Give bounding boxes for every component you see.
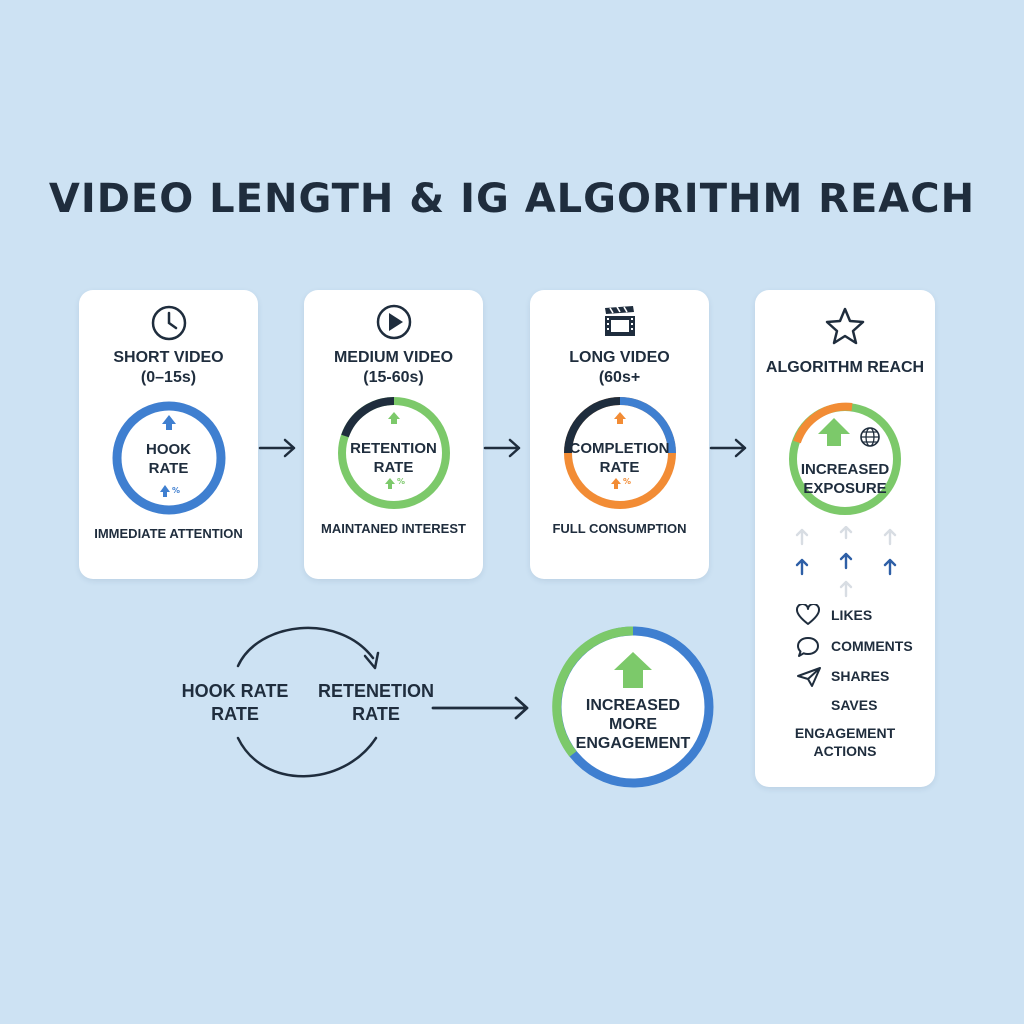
ring-label: RETENTION RATE bbox=[350, 440, 437, 476]
star-icon bbox=[825, 307, 865, 345]
play-icon bbox=[376, 304, 411, 340]
comment-icon bbox=[797, 637, 819, 657]
completion-rate-ring: % bbox=[563, 397, 676, 509]
hook-rate-ring: % bbox=[112, 401, 225, 515]
card-title: MEDIUM VIDEO (15-60s) bbox=[333, 349, 454, 386]
card-caption: IMMEDIATE ATTENTION bbox=[94, 526, 243, 541]
card-title: SHORT VIDEO (0–15s) bbox=[113, 349, 224, 386]
send-icon bbox=[797, 667, 821, 687]
card-title: LONG VIDEO (60s+ bbox=[569, 349, 670, 386]
retention-rate-label: RETENETION RATE bbox=[318, 681, 435, 724]
retention-rate-ring: % bbox=[337, 397, 450, 509]
engagement-actions-label: ENGAGEMENT ACTIONS bbox=[794, 725, 896, 759]
exposure-ring bbox=[789, 402, 901, 515]
film-icon bbox=[604, 306, 635, 336]
algorithm-reach-card: ALGORITHM REACH INCREASED EXPOSURE LIKES bbox=[755, 290, 935, 787]
clock-icon bbox=[151, 305, 186, 341]
short-video-card: SHORT VIDEO (0–15s) % HOOK RATE IMMEDIAT… bbox=[79, 290, 258, 579]
medium-video-card: MEDIUM VIDEO (15-60s) % RETENTION RATE M… bbox=[304, 290, 483, 579]
card-caption: MAINTANED INTEREST bbox=[321, 521, 466, 536]
svg-text:%: % bbox=[172, 486, 180, 495]
card-caption: FULL CONSUMPTION bbox=[552, 521, 687, 536]
heart-icon bbox=[796, 604, 820, 625]
ring-label: INCREASED EXPOSURE bbox=[800, 461, 890, 497]
flow-arrow bbox=[258, 438, 296, 458]
svg-text:%: % bbox=[623, 477, 631, 486]
page-title: VIDEO LENGTH & IG ALGORITHM REACH bbox=[48, 176, 976, 222]
flow-arrow bbox=[483, 438, 521, 458]
engagement-ring bbox=[552, 626, 714, 788]
result-arrow bbox=[431, 696, 529, 720]
svg-text:%: % bbox=[397, 477, 405, 486]
ring-label: COMPLETION RATE bbox=[569, 440, 670, 476]
long-video-card: LONG VIDEO (60s+ % COMPLETION RATE FULL … bbox=[530, 290, 709, 579]
hook-rate-label: HOOK RATE RATE bbox=[181, 681, 289, 724]
reach-arrows-graphic bbox=[795, 526, 897, 598]
feedback-loop-arrows bbox=[236, 626, 380, 778]
card-title: ALGORITHM REACH bbox=[765, 359, 925, 376]
flow-arrow bbox=[709, 438, 747, 458]
ring-label: HOOK RATE bbox=[146, 441, 191, 477]
engagement-label: INCREASED MORE ENGAGEMENT bbox=[575, 697, 691, 752]
